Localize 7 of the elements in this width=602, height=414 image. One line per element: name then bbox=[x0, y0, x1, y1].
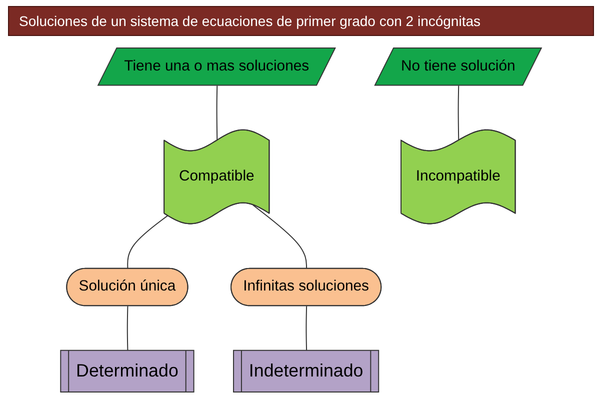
connector bbox=[126, 306, 128, 352]
connector bbox=[252, 204, 308, 270]
title-banner: Soluciones de un sistema de ecuaciones de primer grado con 2 incógnitas bbox=[8, 6, 594, 36]
connector bbox=[458, 85, 460, 142]
connector bbox=[127, 215, 168, 270]
connector bbox=[306, 306, 308, 352]
connector bbox=[216, 85, 218, 142]
